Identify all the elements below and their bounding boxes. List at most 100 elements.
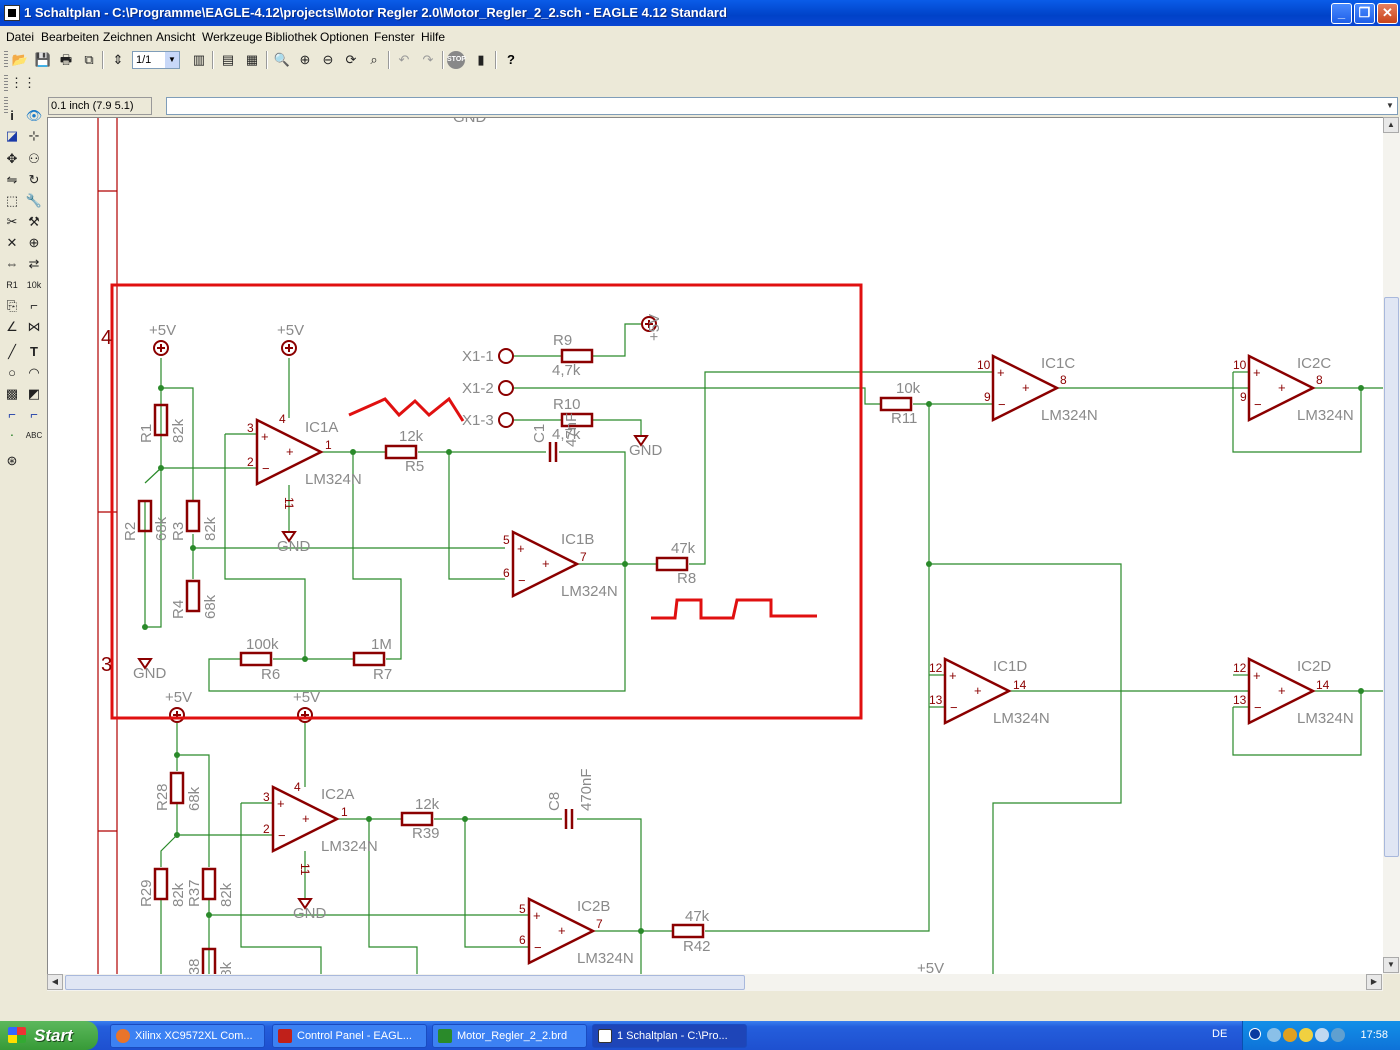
miter-icon[interactable]: ⌐ (30, 298, 38, 313)
polygon-icon[interactable]: ◩ (27, 386, 41, 401)
open-icon[interactable]: 📂 (11, 52, 29, 67)
horizontal-scroll-thumb[interactable] (65, 975, 745, 990)
script-icon[interactable]: ▤ (221, 52, 235, 67)
zoom-fit-icon[interactable]: 🔍 (273, 52, 291, 67)
chevron-down-icon[interactable]: ▼ (165, 52, 179, 68)
network-icon[interactable] (1267, 1028, 1281, 1042)
capacitor-name: C8 (546, 792, 563, 811)
name-icon[interactable]: R1 (6, 280, 18, 290)
rotate-icon[interactable]: ↻ (28, 172, 40, 187)
value-icon[interactable]: 10k (26, 280, 42, 290)
clock[interactable]: 17:58 (1360, 1029, 1388, 1041)
ulp-icon[interactable]: ▦ (245, 52, 259, 67)
net-icon[interactable]: ⌐ (30, 407, 38, 422)
chevron-down-icon[interactable]: ▼ (1386, 101, 1394, 110)
grid-icon[interactable]: ⋮⋮ (10, 75, 36, 90)
chevron-left-icon[interactable] (1249, 1028, 1261, 1040)
gateswap-icon[interactable]: ⇄ (28, 256, 40, 271)
board-icon[interactable]: ▥ (192, 52, 206, 67)
task-button[interactable]: Control Panel - EAGL... (272, 1024, 427, 1048)
redo-icon[interactable]: ↷ (422, 52, 434, 67)
add-icon[interactable]: ⊕ (28, 235, 40, 250)
menu-hilfe[interactable]: Hilfe (421, 30, 446, 44)
help-icon[interactable]: ? (507, 52, 515, 67)
print-icon[interactable]: 🖶 (59, 52, 73, 67)
move-icon[interactable]: ✥ (6, 151, 18, 166)
undo-icon[interactable]: ↶ (398, 52, 410, 67)
arc-icon[interactable]: ◠ (28, 365, 40, 380)
horizontal-scrollbar[interactable]: ◀ ▶ (47, 974, 1383, 991)
scroll-down-button[interactable]: ▼ (1383, 957, 1399, 973)
security-icon[interactable] (1299, 1028, 1313, 1042)
menu-ansicht[interactable]: Ansicht (156, 30, 196, 44)
menu-bearbeiten[interactable]: Bearbeiten (41, 30, 100, 44)
scroll-left-button[interactable]: ◀ (47, 974, 63, 990)
go-icon[interactable]: ▮ (477, 52, 485, 67)
smash-icon[interactable]: ⎘ (6, 298, 18, 313)
delete-icon[interactable]: ✕ (6, 235, 18, 250)
task-button[interactable]: Motor_Regler_2_2.brd (432, 1024, 587, 1048)
cut-icon[interactable]: ✂ (6, 214, 18, 229)
cam-icon[interactable]: ⧉ (84, 52, 94, 67)
start-button[interactable]: Start (0, 1021, 98, 1050)
scroll-up-button[interactable]: ▲ (1383, 117, 1399, 133)
paste-icon[interactable]: ⚒ (28, 214, 40, 229)
volume-icon[interactable] (1315, 1028, 1329, 1042)
wire-icon[interactable]: ╱ (8, 344, 16, 359)
scroll-right-button[interactable]: ▶ (1366, 974, 1382, 990)
mark-icon[interactable]: ⊹ (28, 128, 40, 143)
sheet-select[interactable]: 1/1 ▼ (132, 51, 180, 69)
menu-fenster[interactable]: Fenster (374, 30, 415, 44)
vertical-scroll-thumb[interactable] (1384, 297, 1399, 857)
display-icon[interactable]: ◪ (5, 128, 19, 143)
split-icon[interactable]: ∠ (6, 319, 18, 334)
erc-icon[interactable]: ⊛ (6, 453, 18, 468)
task-button-active[interactable]: 1 Schaltplan - C:\Pro... (592, 1024, 747, 1048)
language-indicator[interactable]: DE (1212, 1028, 1228, 1040)
schematic-canvas[interactable]: 3 2 1 4 11 5 6 7 10 9 8 10 9 8 12 13 14 … (47, 117, 1383, 974)
show-icon[interactable]: 👁 (25, 108, 43, 123)
rect-icon[interactable]: ▩ (5, 386, 19, 401)
pinswap-icon[interactable]: ⇔ (5, 256, 19, 271)
menu-zeichnen[interactable]: Zeichnen (103, 30, 153, 44)
invoke-icon[interactable]: ⋈ (27, 319, 41, 334)
zoom-in-icon[interactable]: ⊕ (299, 52, 311, 67)
junction-icon[interactable]: ⋅ (9, 428, 15, 443)
title-bar[interactable]: 1 Schaltplan - C:\Programme\EAGLE-4.12\p… (0, 0, 1400, 26)
menu-optionen[interactable]: Optionen (320, 30, 369, 44)
resistor-name: R9 (553, 332, 572, 349)
tray-app-icon[interactable] (1331, 1028, 1345, 1042)
board-file-icon (438, 1029, 452, 1043)
toolbar-grip[interactable] (4, 75, 8, 93)
save-icon[interactable]: 💾 (34, 52, 52, 67)
info-icon[interactable]: i (10, 108, 14, 123)
label-icon[interactable]: ABC (25, 431, 43, 440)
text-icon[interactable]: T (30, 344, 38, 359)
change-icon[interactable]: 🔧 (25, 193, 43, 208)
stop-icon[interactable]: STOP (447, 51, 466, 69)
zoom-area-icon[interactable]: ⌕ (370, 52, 378, 67)
copy-icon[interactable]: ⚇ (28, 151, 40, 166)
maximize-button[interactable]: ❐ (1354, 3, 1375, 24)
pin-number: 7 (580, 550, 587, 564)
circle-icon[interactable]: ○ (8, 365, 16, 380)
menu-bibliothek[interactable]: Bibliothek (265, 30, 318, 44)
menu-werkzeuge[interactable]: Werkzeuge (202, 30, 263, 44)
close-button[interactable]: ✕ (1377, 3, 1398, 24)
tray-app-icon[interactable] (1283, 1028, 1297, 1042)
menu-datei[interactable]: Datei (6, 30, 35, 44)
zoom-out-icon[interactable]: ⊖ (322, 52, 334, 67)
mirror-icon[interactable]: ⇋ (6, 172, 18, 187)
task-button[interactable]: Xilinx XC9572XL Com... (110, 1024, 265, 1048)
minimize-button[interactable]: _ (1331, 3, 1352, 24)
toolbar-grip[interactable] (4, 97, 8, 113)
app-icon[interactable] (4, 5, 20, 21)
toolbar-grip[interactable] (4, 51, 8, 69)
group-icon[interactable]: ⬚ (5, 193, 19, 208)
sheet-icon[interactable]: ⇕ (112, 52, 124, 67)
bus-icon[interactable]: ⌐ (8, 407, 16, 422)
vertical-scrollbar[interactable]: ▲ ▼ (1383, 117, 1400, 974)
zoom-redraw-icon[interactable]: ⟳ (345, 52, 357, 67)
firefox-icon (116, 1029, 130, 1043)
command-input[interactable]: ▼ (166, 97, 1398, 115)
